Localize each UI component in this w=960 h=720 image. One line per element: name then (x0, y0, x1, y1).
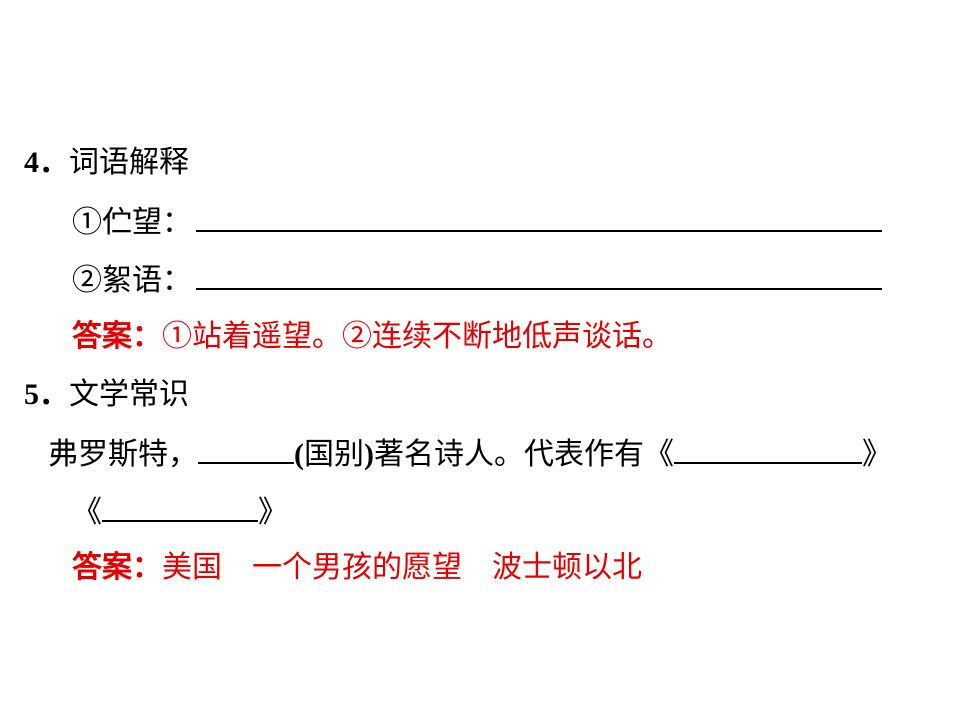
section5-question-line1: 弗罗斯特， (国别)著名诗人。代表作有《 》 (48, 436, 892, 473)
item1-answer-blank[interactable] (196, 204, 882, 232)
section4-item2: ②絮语： (72, 262, 882, 299)
work2-blank[interactable] (102, 494, 258, 522)
section4-title: 词语解释 (69, 145, 189, 180)
section5-answer-label: 答案： (72, 550, 162, 585)
works-intro: 著名诗人。代表作有《 (374, 437, 674, 472)
section5-answer-work2: 波士顿以北 (492, 550, 642, 585)
section5-heading: 5．文学常识 (24, 377, 189, 413)
section5-title: 文学常识 (69, 377, 189, 412)
book-close-2: 》 (258, 495, 288, 530)
poet-intro: 弗罗斯特， (48, 437, 198, 472)
book-open-2: 《 (72, 495, 102, 530)
paren-close: ) (364, 438, 374, 471)
country-blank[interactable] (198, 436, 294, 464)
section4-number: 4． (24, 146, 69, 179)
country-hint: 国别 (304, 437, 364, 472)
item2-label: ②絮语： (72, 263, 192, 298)
work1-blank[interactable] (674, 436, 862, 464)
section5-number: 5． (24, 378, 69, 411)
section5-question-line2: 《》 (72, 494, 288, 531)
section4-answer-text: ①站着遥望。②连续不断地低声谈话。 (162, 319, 672, 354)
item2-answer-blank[interactable] (196, 262, 882, 290)
section4-heading: 4．词语解释 (24, 145, 189, 181)
paren-open: ( (294, 438, 304, 471)
section4-item1: ①伫望： (72, 204, 882, 241)
book-close-1: 》 (862, 437, 892, 472)
section4-answer-label: 答案： (72, 319, 162, 354)
section4-answer: 答案：①站着遥望。②连续不断地低声谈话。 (72, 319, 672, 355)
section5-answer-country: 美国 (162, 550, 222, 585)
item1-label: ①伫望： (72, 205, 192, 240)
section5-answer-work1: 一个男孩的愿望 (252, 550, 462, 585)
section5-answer: 答案：美国一个男孩的愿望波士顿以北 (72, 550, 642, 586)
